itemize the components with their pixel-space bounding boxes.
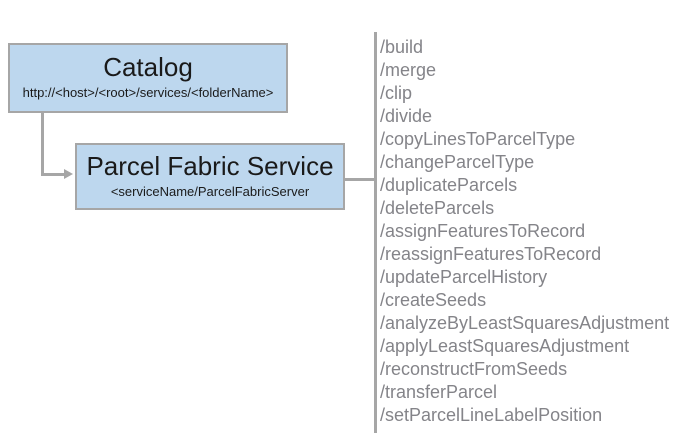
service-subtitle: <serviceName/ParcelFabricServer (110, 184, 310, 199)
service-connector-line (345, 178, 375, 181)
catalog-box: Catalog http://<host>/<root>/services/<f… (8, 43, 288, 113)
operation-item: /createSeeds (380, 290, 487, 310)
operation-item: /merge (380, 60, 437, 80)
operations-list: /build/merge/clip/divide/copyLinesToParc… (380, 36, 685, 427)
operation-item: /build (380, 37, 424, 57)
service-box: Parcel Fabric Service <serviceName/Parce… (75, 143, 345, 210)
operation-item: /divide (380, 106, 433, 126)
operations-divider-line (374, 32, 377, 433)
operation-item: /reconstructFromSeeds (380, 359, 568, 379)
operation-item: /reassignFeaturesToRecord (380, 244, 602, 264)
catalog-subtitle: http://<host>/<root>/services/<folderNam… (22, 85, 274, 100)
operation-item: /analyzeByLeastSquaresAdjustment (380, 313, 670, 333)
operation-item: /transferParcel (380, 382, 498, 402)
operation-item: /assignFeaturesToRecord (380, 221, 586, 241)
catalog-arrow-vertical-segment (41, 113, 44, 175)
operation-item: /applyLeastSquaresAdjustment (380, 336, 630, 356)
operation-item: /clip (380, 83, 413, 103)
operation-item: /changeParcelType (380, 152, 535, 172)
operation-item: /deleteParcels (380, 198, 495, 218)
operation-item: /duplicateParcels (380, 175, 518, 195)
service-title: Parcel Fabric Service (86, 151, 334, 181)
catalog-arrow-horizontal-segment (41, 173, 67, 176)
operation-item: /copyLinesToParcelType (380, 129, 576, 149)
operation-item: /updateParcelHistory (380, 267, 548, 287)
catalog-title: Catalog (103, 52, 193, 82)
arrowhead-icon (64, 169, 73, 179)
operation-item: /setParcelLineLabelPosition (380, 405, 603, 425)
